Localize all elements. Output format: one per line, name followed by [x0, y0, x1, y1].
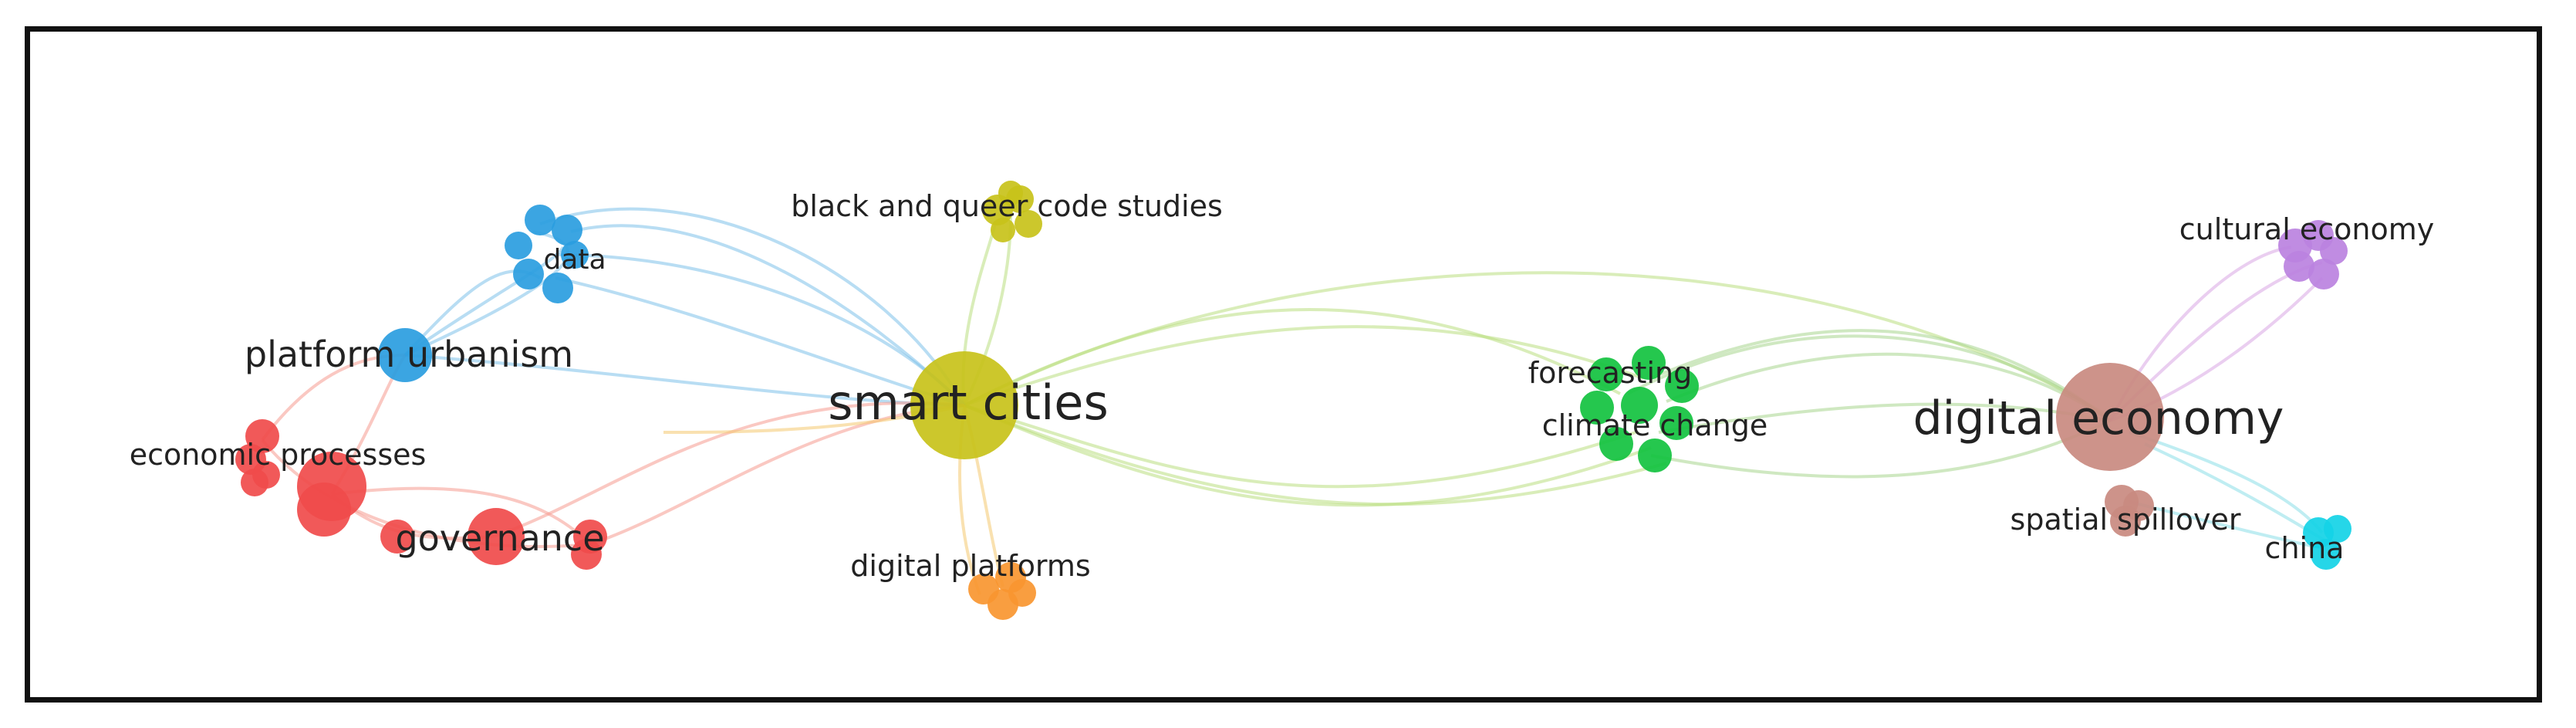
edge: [589, 404, 965, 546]
node: [561, 241, 589, 269]
edge: [964, 325, 1644, 407]
node: [378, 328, 432, 382]
edge: [539, 207, 966, 406]
label-platform-urbanism: platform urbanism: [245, 334, 573, 375]
label-economic-processes: economic processes: [130, 438, 427, 472]
label-governance: governance: [395, 517, 604, 559]
edge: [964, 404, 1636, 489]
edge: [1627, 334, 2112, 422]
node: [2311, 539, 2341, 570]
node: [2284, 251, 2314, 282]
node: [2320, 237, 2348, 265]
node: [552, 215, 582, 245]
edge: [493, 401, 965, 538]
label-black-queer-code-studies: black and queer code studies: [791, 189, 1223, 223]
node: [1632, 346, 1666, 380]
label-smart-cities: smart cities: [828, 374, 1109, 431]
node: [1599, 427, 1633, 461]
node: [525, 205, 555, 235]
edge: [1658, 402, 2111, 434]
node: [1589, 357, 1623, 391]
edge: [1650, 419, 2111, 479]
edge: [964, 404, 1667, 506]
label-spatial-spillover: spatial spillover: [2010, 503, 2241, 537]
labels: smart cities black and queer code studie…: [130, 189, 2435, 583]
node: [1638, 438, 1672, 472]
label-data: data: [543, 244, 606, 276]
node: [542, 273, 573, 303]
label-climate-change: climate change: [1542, 408, 1768, 442]
nodes: [235, 181, 2351, 620]
label-digital-platforms: digital platforms: [850, 549, 1090, 583]
edge: [2129, 431, 2324, 534]
node: [571, 539, 602, 570]
label-china: china: [2265, 531, 2345, 565]
node: [1580, 391, 1614, 425]
edge: [964, 404, 1652, 507]
node: [241, 469, 268, 496]
label-forecasting: forecasting: [1528, 356, 1692, 390]
edge: [570, 224, 966, 407]
node: [2056, 363, 2164, 471]
node: [1665, 369, 1699, 403]
node: [513, 259, 544, 290]
node: [380, 520, 414, 554]
node: [991, 218, 1015, 242]
edge: [1666, 352, 2112, 422]
label-cultural-economy: cultural economy: [2179, 212, 2434, 246]
node: [505, 232, 532, 259]
node: [2110, 506, 2141, 537]
edge: [403, 245, 565, 357]
node: [1621, 387, 1658, 424]
edge: [331, 486, 592, 546]
edge: [1650, 329, 2112, 422]
node: [2308, 259, 2339, 290]
edge: [2129, 500, 2323, 550]
node: [2324, 515, 2351, 543]
node: [1008, 579, 1036, 607]
node: [468, 508, 525, 565]
edge: [964, 308, 1621, 407]
node: [998, 181, 1023, 205]
node: [297, 483, 351, 537]
label-digital-economy: digital economy: [1913, 391, 2284, 445]
node: [1659, 406, 1693, 440]
node: [1015, 210, 1042, 238]
node: [910, 351, 1018, 459]
